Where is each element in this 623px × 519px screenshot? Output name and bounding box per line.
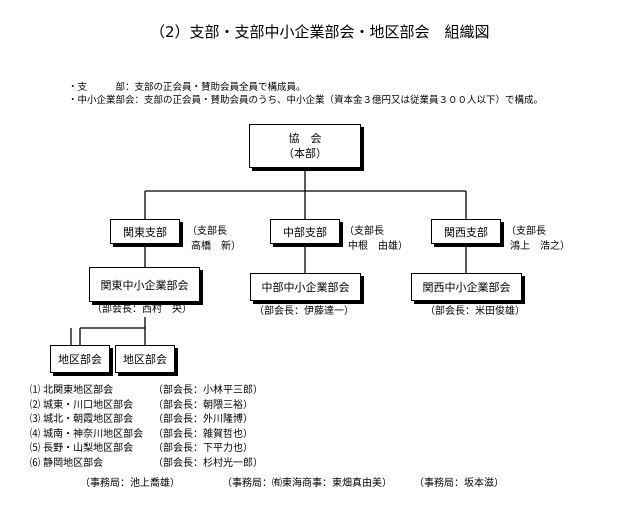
district-head: （部会長：杉村光一郎） (153, 457, 263, 469)
branch-head-name: 鴻上 浩之） (510, 241, 570, 252)
list-item: ⑹ 静岡地区部会 （部会長：杉村光一郎） (30, 457, 263, 472)
branch-head-kanto: （支部長 高橋 新） (187, 224, 241, 254)
secretariat-kanto: （事務局：池上喬雄） (80, 478, 180, 489)
district-name: ⑴ 北関東地区部会 (30, 385, 114, 396)
district-name: ⑸ 長野・山梨地区部会 (30, 443, 134, 454)
branch-head-name: 高橋 新） (191, 241, 241, 252)
list-item: ⑶ 城北・朝霞地区部会 （部会長：外川隆博） (30, 413, 263, 428)
secretariat-kansai: （事務局：坂本滋） (414, 478, 504, 489)
district-list: ⑴ 北関東地区部会 （部会長：小林平三郎） ⑵ 城東・川口地区部会 （部会長：朝隈三… (30, 384, 263, 471)
branch-name: 関西支部 (444, 225, 488, 239)
sme-name: 中部中小企業部会 (261, 281, 350, 294)
district-head: （部会長：小林平三郎） (153, 385, 263, 396)
branch-head-label: （支部長 (187, 226, 227, 237)
note-sme-text: ：支部の正会員・賛助会員のうち、中小企業（資本金３億円又は従業員３００人以下）で… (134, 95, 544, 106)
list-item: ⑷ 城南・神奈川地区部会 （部会長：雑賀哲也） (30, 428, 263, 443)
district-name: ⑷ 城南・神奈川地区部会 (30, 428, 144, 440)
sme-head-kansai: （部会長：米田俊雄） (425, 306, 525, 317)
district-name: ⑶ 城北・朝霞地区部会 (30, 414, 134, 425)
district-box-label: 地区部会 (123, 353, 167, 366)
sme-box-kanto: 関東中小企業部会 (89, 267, 200, 302)
branch-head-label: （支部長 (344, 226, 384, 237)
district-box: 地区部会 (50, 345, 110, 373)
district-name: ⑵ 城東・川口地区部会 (30, 399, 134, 411)
list-item: ⑵ 城東・川口地区部会 （部会長：朝隈三裕） (30, 399, 263, 414)
district-head: （部会長：下平力也） (153, 443, 253, 454)
note-branch-text: ：支部の正会員・賛助会員全員で構成員。 (125, 82, 306, 93)
district-head: （部会長：雑賀哲也） (153, 428, 253, 440)
headquarters-box: 協 会 （本部） (249, 124, 361, 168)
sme-head-chubu: （部会長：伊藤達一） (254, 306, 354, 317)
sme-box-kansai: 関西中小企業部会 (411, 273, 522, 301)
note-branch-label: ・支 部 (68, 82, 126, 93)
branch-box-kansai: 関西支部 (431, 219, 501, 244)
district-head: （部会長：朝隈三裕） (153, 399, 253, 411)
branch-box-kanto: 関東支部 (110, 219, 180, 244)
branch-head-name: 中根 由雄） (348, 241, 408, 252)
branch-name: 中部支部 (283, 225, 327, 239)
page-title: （2）支部・支部中小企業部会・地区部会 組織図 (150, 23, 490, 41)
sme-head-kanto: （部会長：西村 央） (92, 304, 192, 315)
note-sme: ・中小企業部会：支部の正会員・賛助会員のうち、中小企業（資本金３億円又は従業員３… (68, 92, 543, 106)
district-name: ⑹ 静岡地区部会 (30, 457, 104, 469)
district-box-label: 地区部会 (58, 353, 102, 366)
secretariat-chubu: （事務局：㈲東海商事：東畑真由美） (222, 478, 392, 489)
headquarters-name: 協 会 (288, 132, 322, 145)
sme-box-chubu: 中部中小企業部会 (250, 273, 361, 301)
branch-head-kansai: （支部長 鴻上 浩之） (506, 224, 570, 254)
note-sme-label: ・中小企業部会 (68, 95, 135, 106)
list-item: ⑴ 北関東地区部会 （部会長：小林平三郎） (30, 384, 263, 399)
branch-name: 関東支部 (123, 225, 167, 239)
sme-name: 関西中小企業部会 (422, 281, 511, 294)
district-head: （部会長：外川隆博） (153, 414, 253, 425)
district-box: 地区部会 (115, 345, 175, 373)
branch-box-chubu: 中部支部 (270, 219, 340, 244)
sme-name: 関東中小企業部会 (100, 278, 189, 292)
headquarters-sub: （本部） (283, 147, 327, 160)
list-item: ⑸ 長野・山梨地区部会 （部会長：下平力也） (30, 442, 263, 457)
branch-head-label: （支部長 (506, 226, 546, 237)
branch-head-chubu: （支部長 中根 由雄） (344, 224, 408, 254)
note-branch: ・支 部：支部の正会員・賛助会員全員で構成員。 (68, 79, 306, 93)
